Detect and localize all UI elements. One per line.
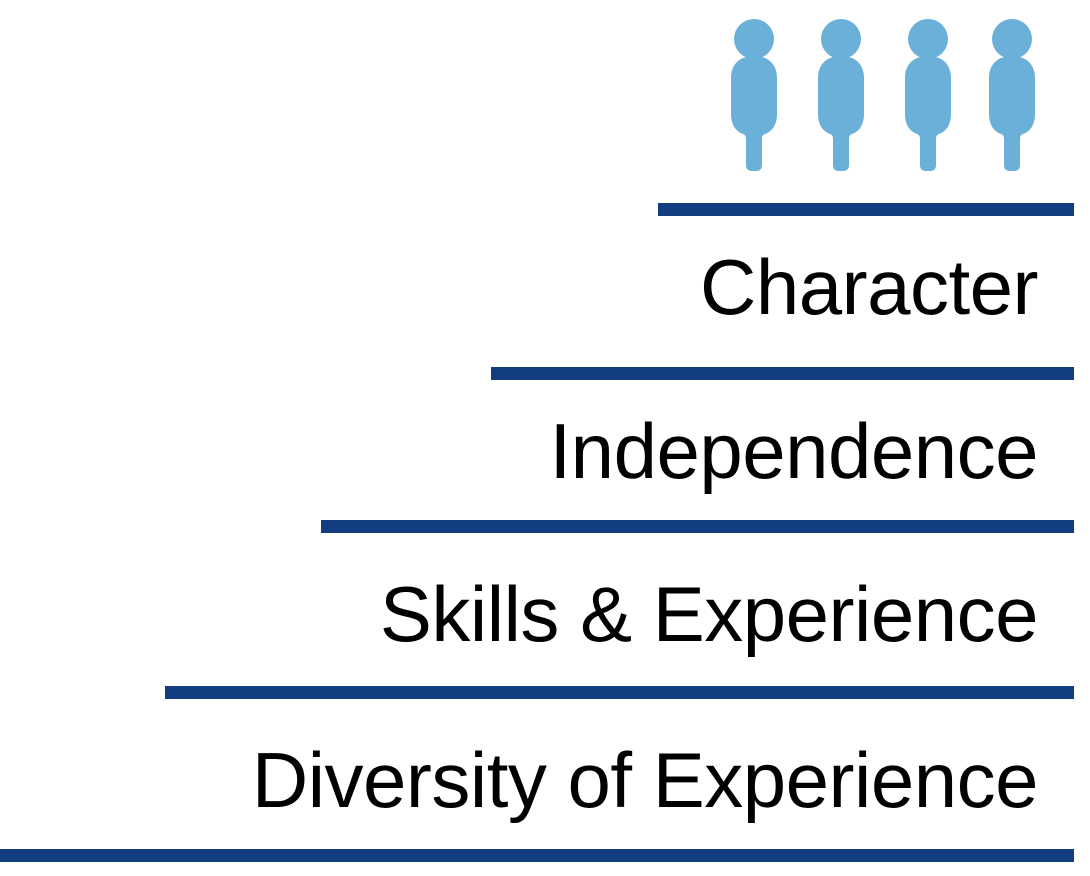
step-label: Independence xyxy=(549,407,1039,495)
person-icon xyxy=(814,18,868,173)
step-label: Character xyxy=(700,243,1038,331)
person-icon xyxy=(901,18,955,173)
step-divider-bar xyxy=(491,367,1074,380)
step-divider-bar xyxy=(321,520,1074,533)
step-label: Diversity of Experience xyxy=(251,736,1039,824)
step-label: Skills & Experience xyxy=(379,570,1039,658)
person-icon xyxy=(727,18,781,173)
people-icon-group xyxy=(727,18,1042,173)
step-divider-bar xyxy=(0,849,1074,862)
step-divider-bar xyxy=(165,686,1074,699)
person-icon xyxy=(985,18,1039,173)
step-divider-bar xyxy=(658,203,1074,216)
